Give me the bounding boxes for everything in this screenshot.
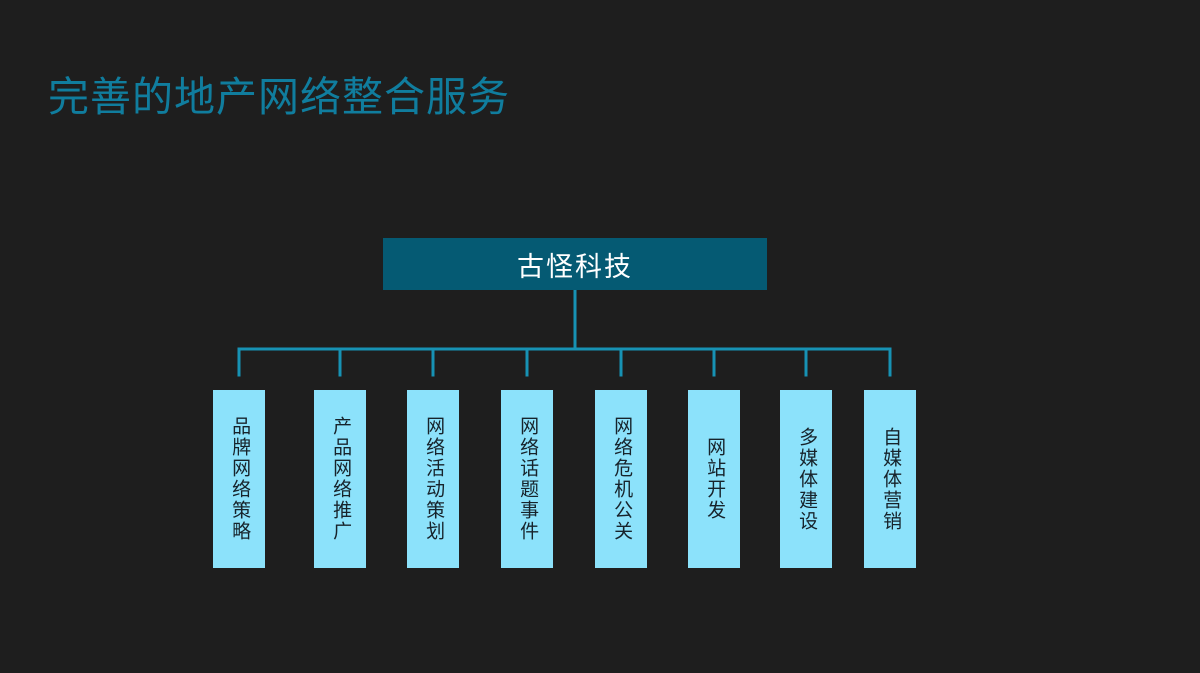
child-node-label: 网络活动策划 <box>423 416 445 542</box>
child-node-8[interactable]: 自媒体营销 <box>864 390 916 568</box>
child-node-label: 网络危机公关 <box>611 416 633 542</box>
child-node-5[interactable]: 网络危机公关 <box>595 390 647 568</box>
child-node-label: 自媒体营销 <box>880 426 902 532</box>
root-node-label: 古怪科技 <box>517 251 633 282</box>
page-title: 完善的地产网络整合服务 <box>48 74 510 120</box>
child-node-7[interactable]: 多媒体建设 <box>780 390 832 568</box>
root-node[interactable]: 古怪科技 <box>383 238 767 290</box>
child-node-3[interactable]: 网络活动策划 <box>407 390 459 568</box>
child-node-2[interactable]: 产品网络推广 <box>314 390 366 568</box>
child-node-6[interactable]: 网站开发 <box>688 390 740 568</box>
child-node-label: 品牌网络策略 <box>229 416 251 542</box>
child-node-label: 网站开发 <box>704 437 726 521</box>
child-node-label: 网络话题事件 <box>517 416 539 542</box>
child-node-1[interactable]: 品牌网络策略 <box>213 390 265 568</box>
child-node-label: 多媒体建设 <box>796 426 818 532</box>
child-node-label: 产品网络推广 <box>330 416 352 542</box>
child-node-4[interactable]: 网络话题事件 <box>501 390 553 568</box>
